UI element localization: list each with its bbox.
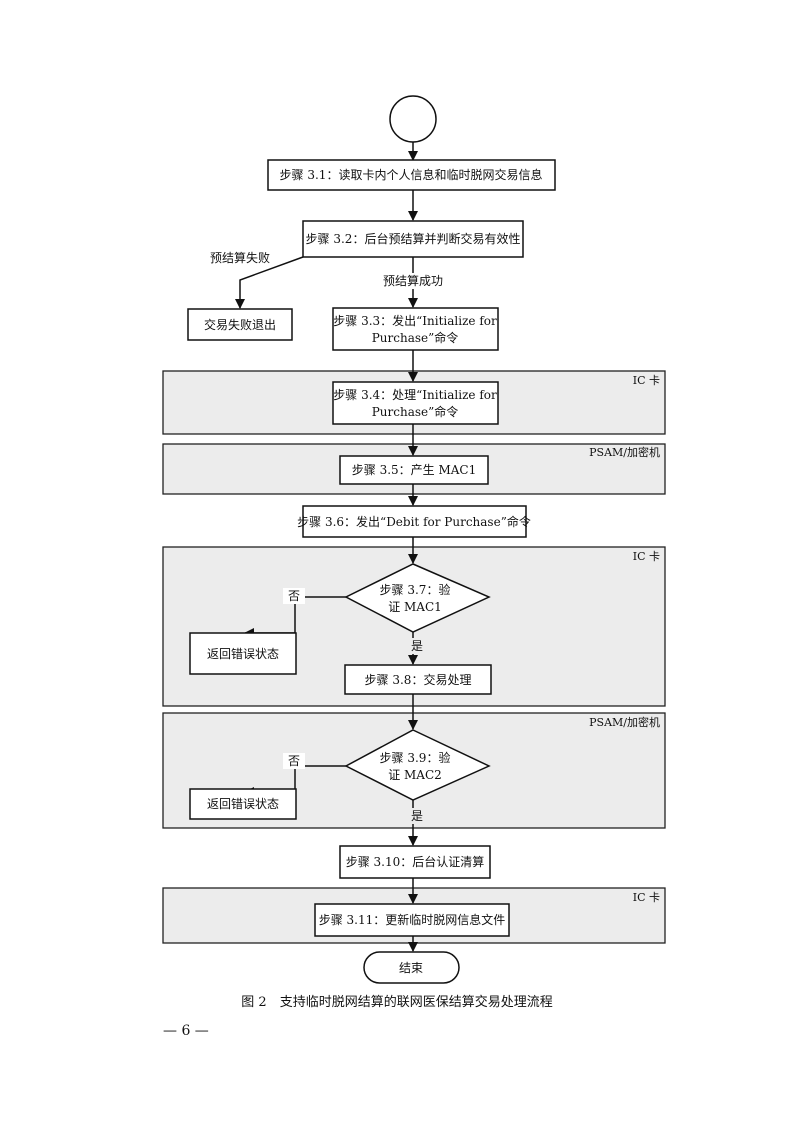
- end-node: 结束: [363, 951, 460, 984]
- step-3-6-label: 步骤 3.6：发出“Debit for Purchase”命令: [297, 514, 531, 529]
- step-3-6: 步骤 3.6：发出“Debit for Purchase”命令: [297, 505, 531, 538]
- decision-3-9: 步骤 3.9：验 证 MAC2: [344, 729, 491, 801]
- fail-exit-label: 交易失败退出: [204, 317, 276, 332]
- figure-caption: 图 2 支持临时脱网结算的联网医保结算交易处理流程: [241, 994, 552, 1010]
- page-number: — 6 —: [163, 1023, 209, 1039]
- step-3-4-label-1: 步骤 3.4：处理“Initialize for: [333, 388, 497, 402]
- error-node-2: 返回错误状态: [189, 788, 297, 820]
- step-3-1-label: 步骤 3.1：读取卡内个人信息和临时脱网交易信息: [280, 167, 543, 182]
- step-3-11: 步骤 3.11：更新临时脱网信息文件: [314, 903, 510, 937]
- step-3-2-label: 步骤 3.2：后台预结算并判断交易有效性: [306, 231, 521, 246]
- step-3-3: 步骤 3.3：发出“Initialize for Purchase”命令: [332, 307, 499, 351]
- step-3-11-label: 步骤 3.11：更新临时脱网信息文件: [319, 912, 506, 927]
- edge-label-no-1: 否: [288, 589, 300, 603]
- error-node-1: 返回错误状态: [189, 632, 297, 675]
- step-3-5: 步骤 3.5：产生 MAC1: [339, 455, 489, 485]
- decision-3-9-label-1: 步骤 3.9：验: [380, 750, 451, 765]
- edge-label-yes-1: 是: [411, 639, 423, 653]
- decision-3-7: 步骤 3.7：验 证 MAC1: [344, 563, 491, 633]
- edge-label-pre-ok: 预结算成功: [383, 273, 443, 288]
- step-3-1: 步骤 3.1：读取卡内个人信息和临时脱网交易信息: [267, 159, 556, 191]
- start-node: [389, 95, 437, 143]
- step-3-8: 步骤 3.8：交易处理: [344, 664, 492, 695]
- edge-label-pre-fail: 预结算失败: [210, 250, 270, 265]
- decision-3-9-label-2: 证 MAC2: [388, 768, 442, 782]
- edge-s32-fail: [235, 256, 304, 309]
- error-node-1-label: 返回错误状态: [207, 647, 279, 661]
- step-3-10: 步骤 3.10：后台认证清算: [339, 845, 491, 879]
- decision-3-7-label-2: 证 MAC1: [388, 600, 442, 614]
- fail-exit-node: 交易失败退出: [187, 308, 293, 341]
- step-3-4-label-2: Purchase”命令: [372, 404, 459, 419]
- step-3-3-label-1: 步骤 3.3：发出“Initialize for: [333, 313, 497, 328]
- step-3-3-label-2: Purchase”命令: [372, 330, 459, 345]
- error-node-2-label: 返回错误状态: [207, 797, 279, 811]
- step-3-5-label: 步骤 3.5：产生 MAC1: [352, 463, 476, 477]
- edge-label-no-2: 否: [288, 754, 300, 768]
- zone-psam-1: PSAM/加密机: [162, 443, 666, 495]
- edge-label-yes-2: 是: [411, 809, 423, 823]
- step-3-8-label: 步骤 3.8：交易处理: [365, 672, 472, 687]
- step-3-4: 步骤 3.4：处理“Initialize for Purchase”命令: [332, 381, 499, 425]
- zone-label-ic-card-1: IC 卡: [633, 374, 660, 387]
- zone-label-ic-card-3: IC 卡: [633, 891, 660, 904]
- zone-label-ic-card-2: IC 卡: [633, 550, 660, 563]
- end-label: 结束: [399, 961, 423, 975]
- zone-label-psam-2: PSAM/加密机: [589, 715, 660, 729]
- decision-3-7-label-1: 步骤 3.7：验: [380, 582, 451, 597]
- zone-label-psam-1: PSAM/加密机: [589, 445, 660, 459]
- step-3-10-label: 步骤 3.10：后台认证清算: [346, 854, 485, 869]
- step-3-2: 步骤 3.2：后台预结算并判断交易有效性: [302, 220, 524, 258]
